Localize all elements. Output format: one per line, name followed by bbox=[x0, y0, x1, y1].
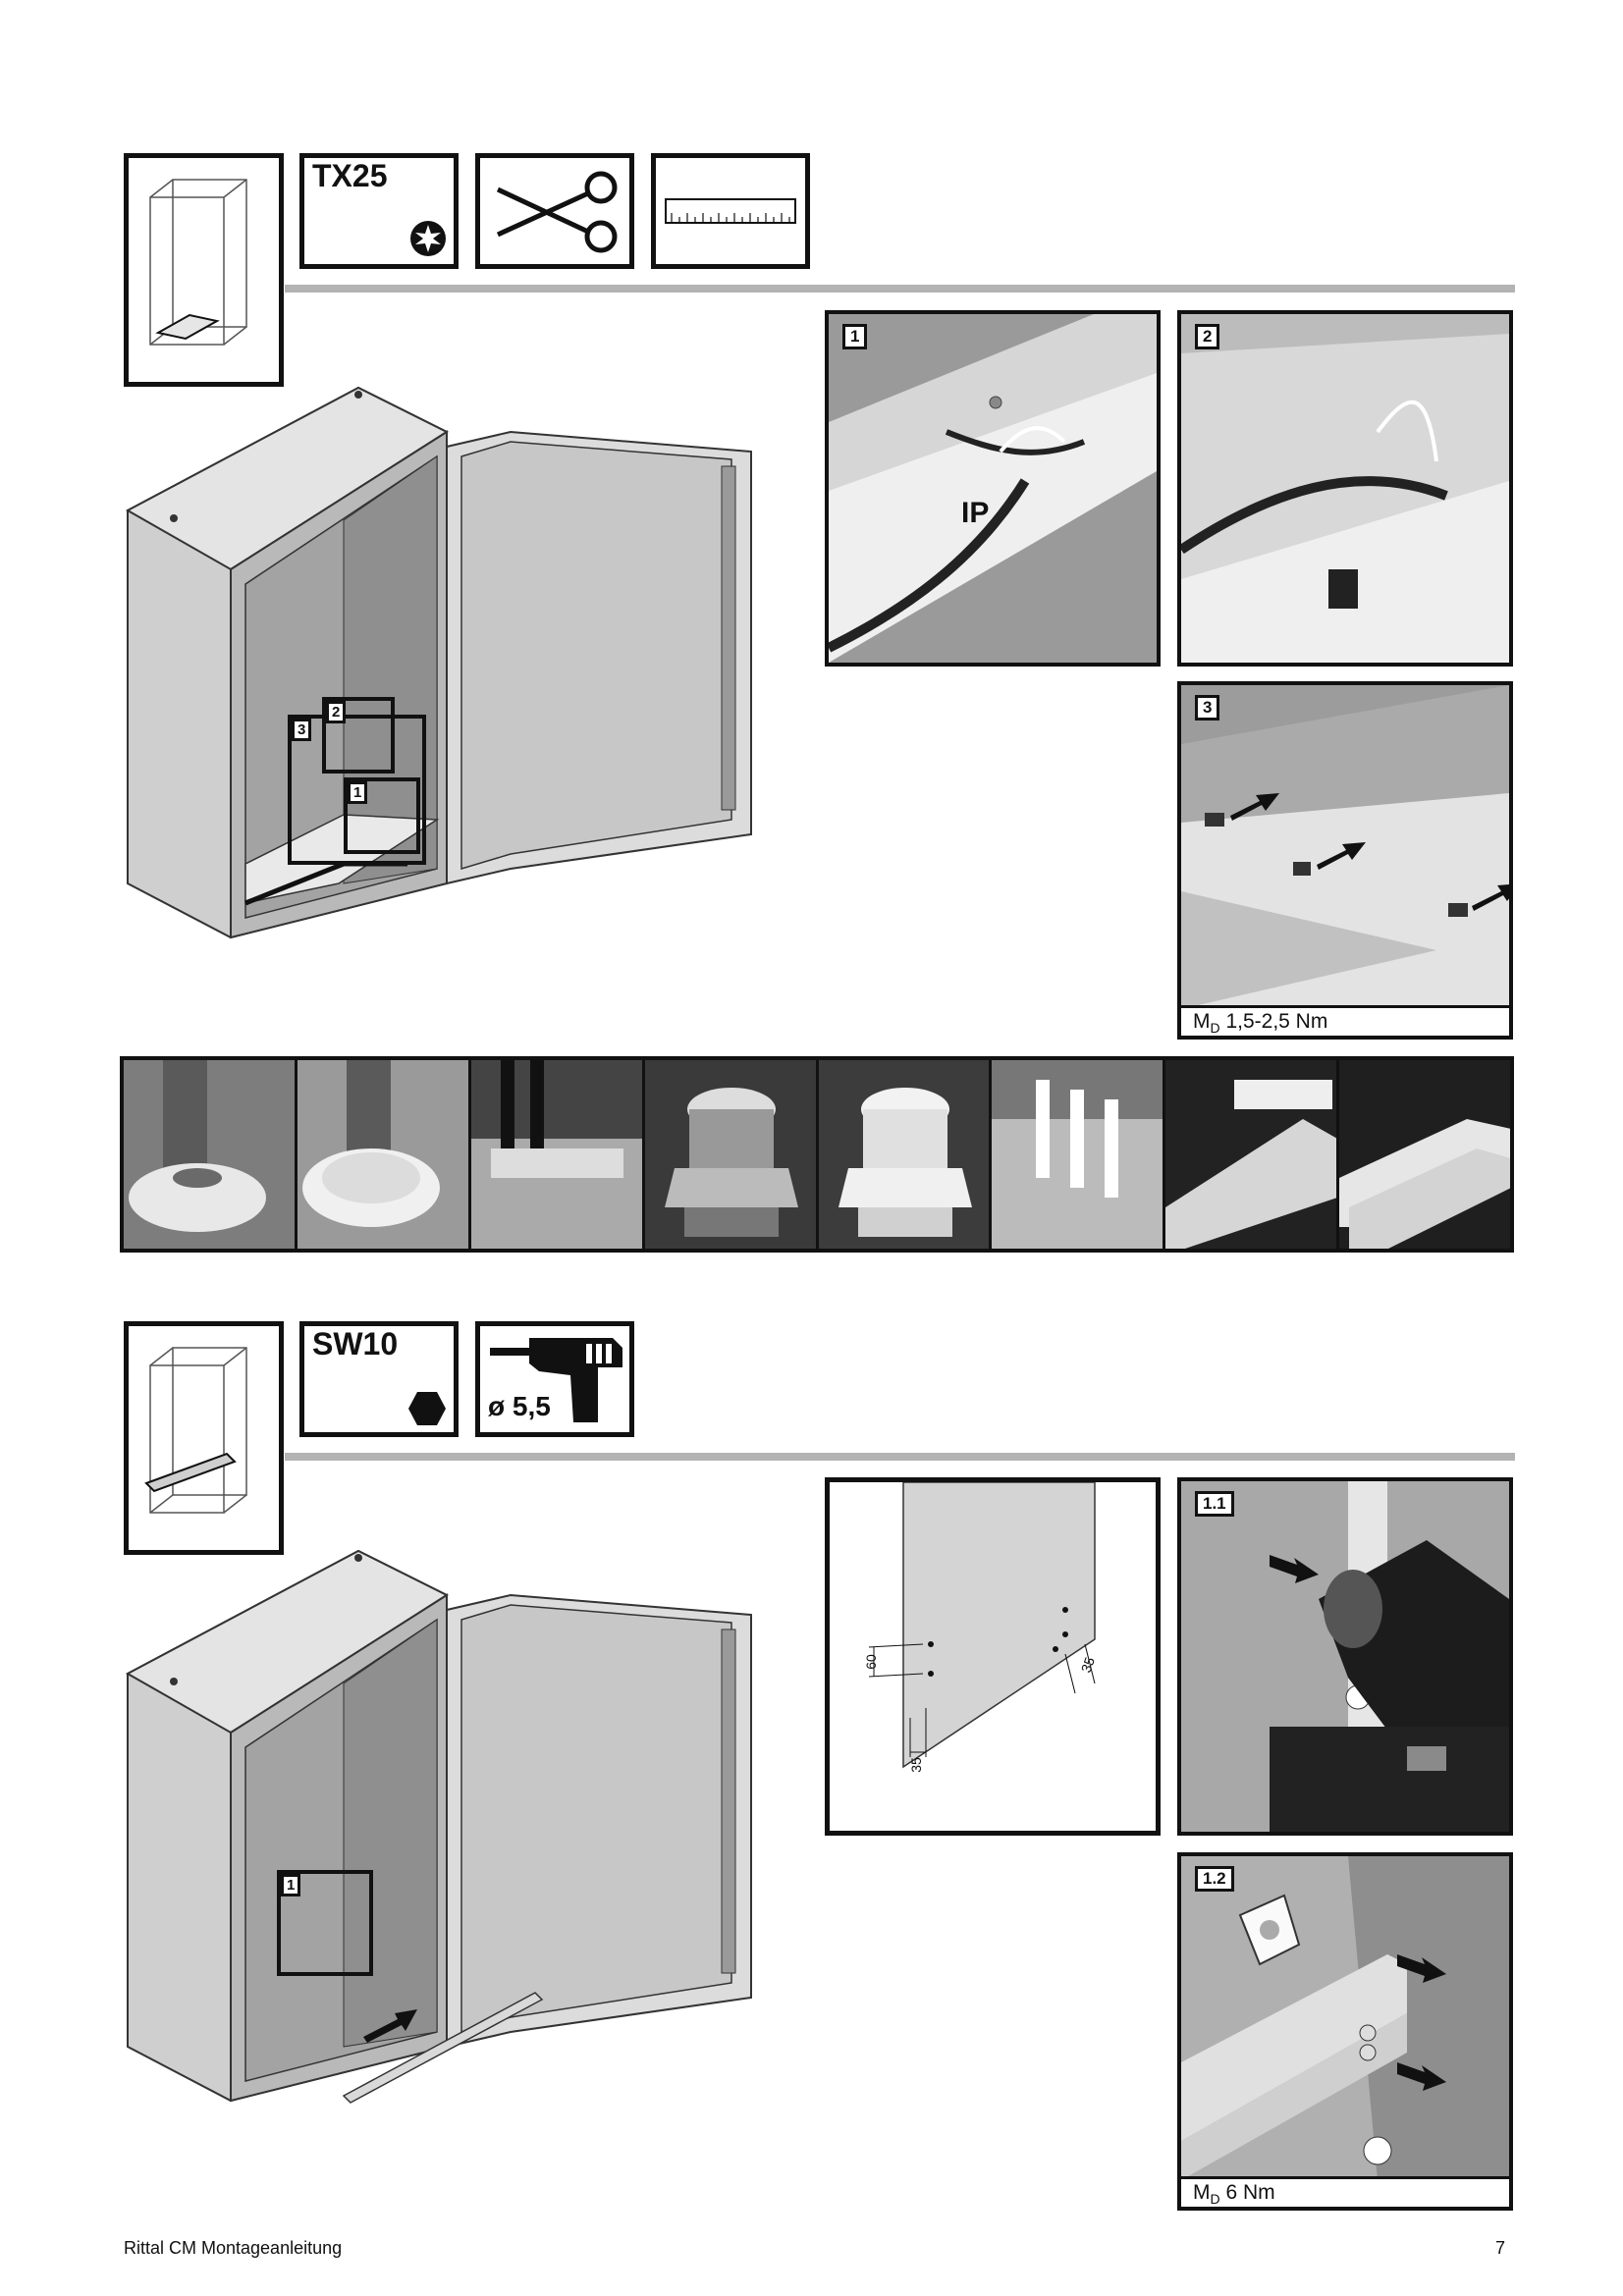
torx-star-icon bbox=[410, 221, 446, 256]
callout-3-label: 3 bbox=[292, 719, 312, 741]
torque-sub: D bbox=[1210, 1020, 1220, 1037]
callout-3-frame bbox=[288, 715, 426, 865]
step-2-badge: 2 bbox=[1195, 324, 1220, 349]
footer-title: Rittal CM Montageanleitung bbox=[124, 2238, 343, 2258]
torque-prefix-2: M bbox=[1193, 2181, 1211, 2204]
cable-entry-photo-strip bbox=[120, 1056, 1514, 1253]
step-1-1-badge: 1.1 bbox=[1195, 1491, 1234, 1517]
enclosure-overview-drawing: 3 2 1 bbox=[123, 373, 761, 942]
callout-2-label: 2 bbox=[326, 701, 347, 723]
step-1-badge: 1 bbox=[842, 324, 868, 349]
hex-nut-icon bbox=[408, 1392, 446, 1425]
torque-sub-2: D bbox=[1210, 2191, 1220, 2208]
wrench-tool-icon: SW10 bbox=[299, 1321, 459, 1437]
ip-label: IP bbox=[961, 497, 990, 529]
torque-prefix: M bbox=[1193, 1010, 1211, 1033]
torque-value-step-3: MD 1,5-2,5 Nm bbox=[1181, 1005, 1509, 1036]
step-3-badge: 3 bbox=[1195, 695, 1220, 721]
torx-tool-icon: TX25 bbox=[299, 153, 459, 269]
detail-image-step-1-1: 1.1 bbox=[1177, 1477, 1513, 1836]
photo-gland-seal-1 bbox=[124, 1060, 298, 1249]
callout-1-frame-2 bbox=[277, 1870, 373, 1976]
callout-2-frame bbox=[322, 697, 395, 774]
torque-text-2: 6 Nm bbox=[1225, 2181, 1275, 2204]
drilling-dimension-drawing: 60 35 35 bbox=[825, 1477, 1161, 1836]
enclosure-overview-drawing-2: 1 bbox=[123, 1536, 761, 2125]
section-rule-2 bbox=[285, 1453, 1515, 1461]
photo-plastic-cable-gland bbox=[818, 1060, 993, 1249]
photo-brush-strip bbox=[1165, 1060, 1340, 1249]
ruler-tool-icon bbox=[651, 153, 810, 269]
step-1-2-badge: 1.2 bbox=[1195, 1866, 1234, 1892]
drill-tool-icon: ø 5,5 bbox=[475, 1321, 634, 1437]
photo-gland-seal-2 bbox=[297, 1060, 471, 1249]
callout-1-label-2: 1 bbox=[281, 1874, 301, 1896]
drill-diameter-label: ø 5,5 bbox=[488, 1391, 551, 1421]
callout-1-label: 1 bbox=[348, 781, 368, 804]
wrench-label: SW10 bbox=[312, 1326, 399, 1362]
photo-metal-cable-gland bbox=[644, 1060, 819, 1249]
section-rule bbox=[285, 285, 1515, 293]
detail-image-step-1: 1 IP bbox=[825, 310, 1161, 667]
photo-cable-clamps bbox=[992, 1060, 1166, 1249]
enclosure-gland-plate-icon bbox=[124, 153, 284, 387]
torque-value-step-1-2: MD 6 Nm bbox=[1181, 2176, 1509, 2207]
scissors-tool-icon bbox=[475, 153, 634, 269]
footer-page-number: 7 bbox=[1495, 2238, 1506, 2258]
photo-cable-entry-frame bbox=[470, 1060, 645, 1249]
photo-blank-plates bbox=[1339, 1060, 1510, 1249]
detail-image-step-3: 3 MD 1,5-2,5 Nm bbox=[1177, 681, 1513, 1040]
detail-image-step-1-2: 1.2 MD 6 Nm bbox=[1177, 1852, 1513, 2211]
dim-35-left: 35 bbox=[907, 1757, 924, 1773]
torx-label: TX25 bbox=[312, 158, 388, 193]
torque-text: 1,5-2,5 Nm bbox=[1225, 1010, 1328, 1033]
callout-1-frame bbox=[344, 777, 420, 854]
detail-image-step-2: 2 bbox=[1177, 310, 1513, 667]
enclosure-rail-icon bbox=[124, 1321, 284, 1555]
dim-60: 60 bbox=[862, 1654, 879, 1670]
